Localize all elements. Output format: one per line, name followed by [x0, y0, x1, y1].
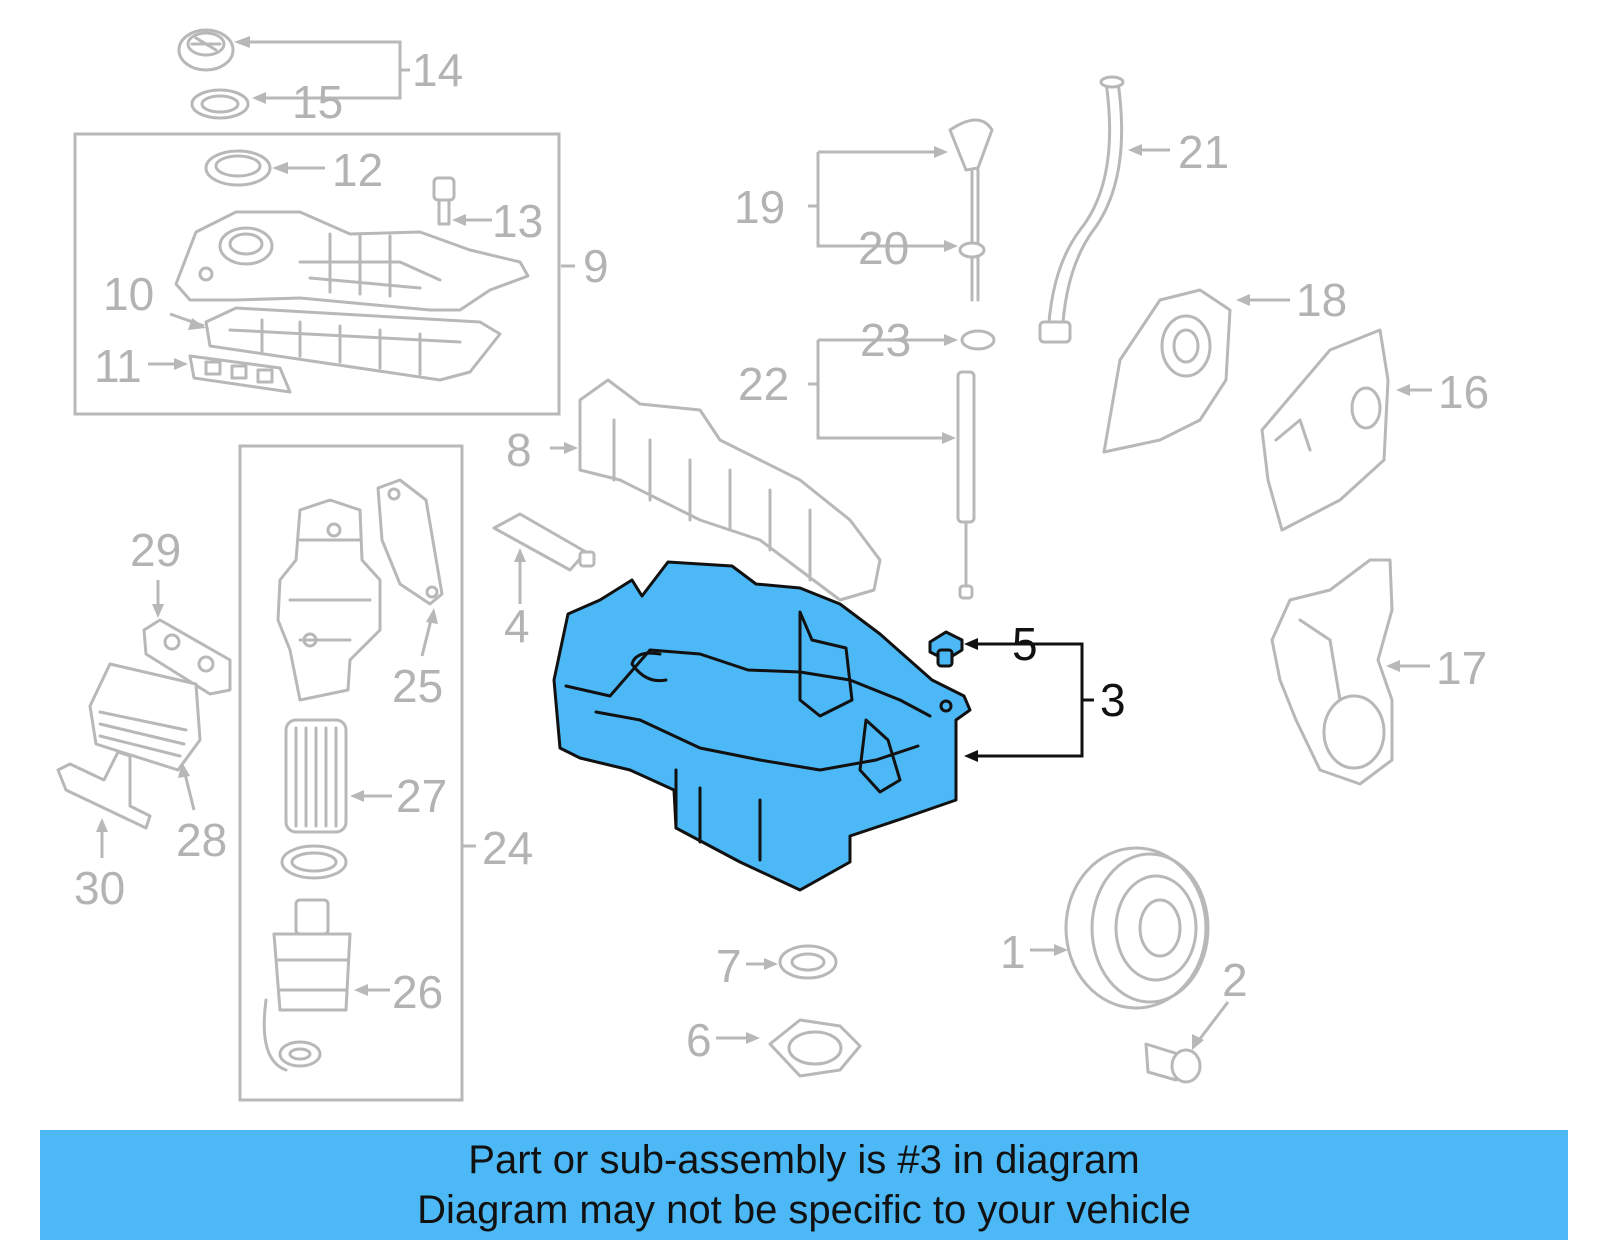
callout-4: 4: [504, 600, 530, 652]
callout-28: 28: [176, 814, 227, 866]
callout-11: 11: [94, 340, 142, 392]
banner-line-part: Part or sub-assembly is #3 in diagram: [468, 1138, 1140, 1182]
callout-21: 21: [1178, 126, 1229, 178]
rear-timing-cover: [1102, 288, 1232, 454]
callout-18: 18: [1296, 274, 1347, 326]
upper-timing-cover: [1260, 328, 1390, 532]
sealant-tube: [492, 512, 596, 572]
callout-24: 24: [482, 822, 533, 874]
valve-cover-group-box: [73, 132, 561, 416]
oil-filler-cap: [177, 28, 235, 72]
front-crank-seal: [778, 944, 838, 980]
pulley-bolt: [1144, 1042, 1202, 1084]
housing-gasket: [376, 478, 444, 606]
callout-6: 6: [686, 1014, 712, 1066]
breather-valve: [432, 176, 456, 226]
oil-cooler: [88, 662, 202, 772]
banner-line-disclaimer: Diagram may not be specific to your vehi…: [417, 1188, 1191, 1232]
callout-9: 9: [583, 240, 609, 292]
callout-14: 14: [412, 44, 463, 96]
callout-22: 22: [738, 358, 789, 410]
oil-baffle: [578, 378, 882, 602]
valve-cover-seal: [204, 149, 272, 187]
callout-12: 12: [332, 144, 383, 196]
valve-cover-gasket: [204, 306, 502, 382]
callout-20: 20: [858, 222, 909, 274]
callout-3: 3: [1100, 674, 1126, 726]
filter-cap: [272, 898, 352, 1012]
callout-26: 26: [392, 966, 443, 1018]
dipstick-guide: [956, 370, 976, 600]
drain-seal: [262, 998, 322, 1072]
oil-filter-housing: [276, 498, 382, 702]
intake-gasket: [188, 354, 292, 394]
filler-cap-seal: [190, 88, 250, 120]
guide-o-ring: [960, 329, 996, 351]
callout-13: 13: [492, 195, 543, 247]
callout-27: 27: [396, 770, 447, 822]
seal-flange: [768, 1018, 862, 1078]
filter-o-ring: [280, 844, 348, 880]
dipstick-tube: [1038, 75, 1125, 344]
callout-19: 19: [734, 181, 785, 233]
dipstick-o-ring: [958, 241, 986, 259]
leader-3-5: [970, 642, 1094, 758]
callout-5: 5: [1012, 618, 1038, 670]
drain-plug-highlighted: [928, 630, 964, 668]
callout-10: 10: [103, 268, 154, 320]
lower-timing-cover: [1270, 558, 1394, 786]
callout-2: 2: [1222, 954, 1248, 1006]
callout-8: 8: [506, 424, 532, 476]
cooler-bracket: [56, 750, 152, 830]
callout-23: 23: [860, 314, 911, 366]
info-banner: Part or sub-assembly is #3 in diagram Di…: [40, 1130, 1568, 1240]
callout-30: 30: [74, 862, 125, 914]
oil-dipstick: [948, 118, 994, 302]
valve-cover: [174, 210, 530, 312]
callout-1: 1: [1000, 926, 1026, 978]
cooler-gasket: [142, 618, 232, 696]
callout-25: 25: [392, 660, 443, 712]
callout-16: 16: [1438, 366, 1489, 418]
callout-15: 15: [292, 76, 343, 128]
oil-filter-element: [284, 718, 348, 834]
oil-filter-group-box: [238, 444, 464, 1102]
callout-17: 17: [1436, 642, 1487, 694]
callout-7: 7: [716, 940, 742, 992]
crankshaft-pulley: [1064, 846, 1210, 1010]
callout-29: 29: [130, 524, 181, 576]
oil-pan-highlighted: [552, 560, 972, 892]
